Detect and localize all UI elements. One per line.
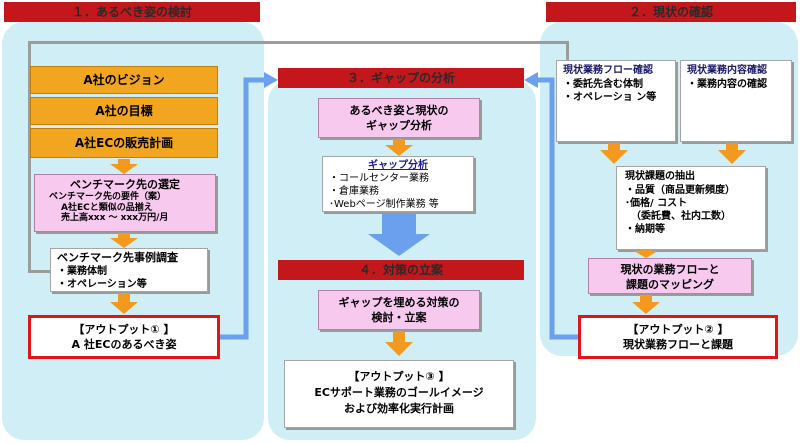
benchmark-requirements: ベンチマーク先の要件（案） xyxy=(49,192,167,202)
current-content-item: ・業務内容の確認 xyxy=(687,79,767,90)
output-3-label: 【アウトプット③ 】 xyxy=(348,370,450,383)
current-flow-item: ・委託先含む体制 xyxy=(563,79,643,90)
feedback-line-top xyxy=(28,41,568,44)
output-1-label: 【アウトプット① 】 xyxy=(73,323,175,336)
arrow-down-gap-to-measures xyxy=(368,214,430,256)
gap-analysis-title: あるべき姿と現状の xyxy=(349,104,449,117)
arrow-down-measure-to-output xyxy=(385,331,413,356)
arrow-down-case-to-output xyxy=(110,293,138,314)
arrow-down-bench-to-case xyxy=(110,233,138,248)
mapping-line-2: 課題のマッピング xyxy=(626,278,714,291)
arrow-down-ec-to-bench xyxy=(110,159,138,174)
output-3-box: 【アウトプット③ 】 ECサポート業務のゴールイメージ および効率化実行計画 xyxy=(284,360,514,428)
gap-detail-item: ･Webページ制作業務 等 xyxy=(329,199,439,210)
output-3-line-1: ECサポート業務のゴールイメージ xyxy=(314,386,484,399)
case-study-title: ベンチマーク先事例調査 xyxy=(57,251,178,264)
section-header-gap: ３．ギャップの分析 xyxy=(278,68,524,88)
connector-output2-arrowhead xyxy=(524,72,538,88)
measure-title: ギャップを埋める対策の xyxy=(338,296,460,309)
vision-box: A社のビジョン xyxy=(30,66,218,94)
benchmark-line-1: A社ECと類似の品揃え xyxy=(61,203,153,213)
feedback-line-right xyxy=(566,41,569,65)
benchmark-line-2: 売上高xxx ～ xxx万円/月 xyxy=(61,213,169,223)
benchmark-title: ベンチマーク先の選定 xyxy=(70,178,180,191)
current-content-box: 現状業務内容確認 ・業務内容の確認 xyxy=(680,60,792,142)
issue-item: ・品質（商品更新頻度） xyxy=(625,185,735,196)
issue-item: （委託費、社内工数） xyxy=(631,211,731,222)
goal-box: A社の目標 xyxy=(30,97,218,125)
output-1-box: 【アウトプット① 】 A 社ECのあるべき姿 xyxy=(28,315,220,359)
measure-planning-box: ギャップを埋める対策の 検討・立案 xyxy=(318,290,480,330)
case-study-item: ・オペレーション等 xyxy=(57,279,147,290)
output-1-text: A 社ECのあるべき姿 xyxy=(71,338,177,351)
gap-analysis-box: あるべき姿と現状の ギャップ分析 xyxy=(318,98,480,138)
issue-item: ・納期等 xyxy=(625,224,665,235)
arrow-down-analysis-to-detail xyxy=(385,139,413,156)
current-flow-title: 現状業務フロー確認 xyxy=(563,65,653,76)
ec-plan-box: A社ECの販売計画 xyxy=(30,128,218,158)
connector-output2-to-gap xyxy=(536,77,578,340)
mapping-box: 現状の業務フローと 課題のマッピング xyxy=(588,258,752,294)
case-study-item: ・業務体制 xyxy=(57,266,107,277)
arrow-down-flow-to-issue xyxy=(600,143,628,164)
output-2-text: 現状業務フローと課題 xyxy=(623,338,733,351)
current-flow-box: 現状業務フロー確認 ・委託先含む体制 ・オペレーショ ン等 xyxy=(556,60,676,142)
gap-analysis-title-2: ギャップ分析 xyxy=(366,119,432,132)
section-header-ideal: １．あるべき姿の検討 xyxy=(4,2,260,22)
arrow-down-issue-to-mapping xyxy=(634,249,658,258)
gap-detail-item: ・コールセンター業務 xyxy=(329,173,429,184)
connector-output1-to-gap xyxy=(220,77,266,340)
arrow-down-mapping-to-output xyxy=(632,295,660,314)
gap-detail-title: ギャップ分析 xyxy=(368,160,428,171)
connector-output1-arrowhead xyxy=(264,72,278,88)
output-2-box: 【アウトプット② 】 現状業務フローと課題 xyxy=(578,315,778,359)
measure-title-2: 検討・立案 xyxy=(371,311,427,324)
gap-detail-box: ギャップ分析 ・コールセンター業務 ・倉庫業務 ･Webページ制作業務 等 xyxy=(322,156,474,212)
section-header-measures: ４．対策の立案 xyxy=(278,260,524,280)
current-flow-item: ・オペレーショ ン等 xyxy=(563,92,657,103)
issue-item: ･価格/ コスト xyxy=(625,198,688,209)
mapping-line-1: 現状の業務フローと xyxy=(620,263,720,276)
issue-title: 現状課題の抽出 xyxy=(625,171,695,182)
current-content-title: 現状業務内容確認 xyxy=(687,65,767,76)
gap-detail-item: ・倉庫業務 xyxy=(329,186,379,197)
benchmark-selection-box: ベンチマーク先の選定 ベンチマーク先の要件（案） A社ECと類似の品揃え 売上高… xyxy=(34,174,216,232)
output-2-label: 【アウトプット② 】 xyxy=(627,323,729,336)
output-3-line-2: および効率化実行計画 xyxy=(344,402,454,415)
section-header-current: ２．現状の確認 xyxy=(546,2,796,22)
arrow-down-content-to-issue xyxy=(718,143,746,164)
feedback-line-left xyxy=(28,41,31,273)
feedback-line-bottom xyxy=(28,270,50,273)
issue-extraction-box: 現状課題の抽出 ・品質（商品更新頻度） ･価格/ コスト （委託費、社内工数） … xyxy=(616,166,766,250)
case-study-box: ベンチマーク先事例調査 ・業務体制 ・オペレーション等 xyxy=(50,248,208,292)
